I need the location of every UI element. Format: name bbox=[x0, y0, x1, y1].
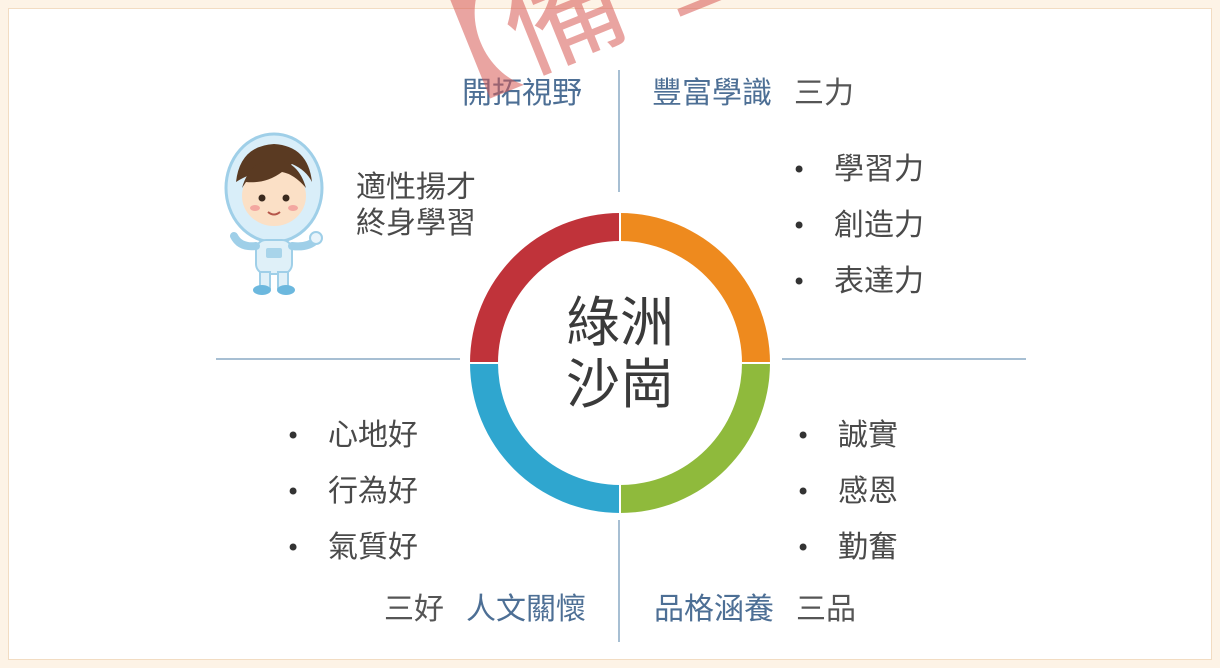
heading-bottom-left-title: 人文關懷 bbox=[466, 592, 586, 627]
ring-segment-bottom-left bbox=[470, 363, 620, 513]
top-left-text: 適性揚才 終身學習 bbox=[356, 170, 476, 242]
list-bottom-left: 心地好 行為好 氣質好 bbox=[286, 418, 418, 586]
list-top-right: 學習力 創造力 表達力 bbox=[792, 152, 924, 320]
ring-segment-top-left bbox=[470, 213, 620, 363]
list-item: 行為好 bbox=[286, 474, 418, 530]
heading-bottom-right-title: 品格涵養 bbox=[654, 592, 774, 627]
list-item: 表達力 bbox=[792, 264, 924, 320]
heading-top-right: 豐富學識三力 bbox=[652, 76, 854, 112]
list-item: 創造力 bbox=[792, 208, 924, 264]
heading-top-left: 開拓視野 bbox=[462, 76, 582, 111]
astronaut-girl-icon bbox=[224, 132, 324, 295]
list-item: 勤奮 bbox=[796, 530, 898, 586]
heading-bottom-left-prefix: 三好 bbox=[384, 592, 444, 627]
diagram-frame bbox=[8, 8, 1212, 660]
ring-segment-bottom-right bbox=[620, 363, 770, 513]
list-item: 學習力 bbox=[792, 152, 924, 208]
list-item: 氣質好 bbox=[286, 530, 418, 586]
top-left-text-line2: 終身學習 bbox=[356, 206, 476, 241]
heading-top-right-suffix: 三力 bbox=[794, 76, 854, 111]
divider-bottom bbox=[618, 520, 620, 642]
list-item: 誠實 bbox=[796, 418, 898, 474]
list-bottom-right: 誠實 感恩 勤奮 bbox=[796, 418, 898, 586]
heading-top-right-title: 豐富學識 bbox=[652, 76, 772, 111]
center-title-line1: 綠洲 bbox=[566, 291, 674, 354]
list-item: 心地好 bbox=[286, 418, 418, 474]
divider-top bbox=[618, 70, 620, 192]
divider-left bbox=[216, 358, 460, 360]
ring-segment-top-right bbox=[620, 213, 770, 363]
top-left-text-line1: 適性揚才 bbox=[356, 170, 476, 205]
heading-bottom-left: 三好人文關懷 bbox=[384, 592, 586, 628]
divider-right bbox=[782, 358, 1026, 360]
center-ring bbox=[470, 213, 770, 513]
center-title-line2: 沙崗 bbox=[566, 353, 674, 416]
heading-bottom-right: 品格涵養三品 bbox=[654, 592, 856, 628]
heading-bottom-right-suffix: 三品 bbox=[796, 592, 856, 627]
center-title: 綠洲 沙崗 bbox=[540, 292, 700, 416]
list-item: 感恩 bbox=[796, 474, 898, 530]
